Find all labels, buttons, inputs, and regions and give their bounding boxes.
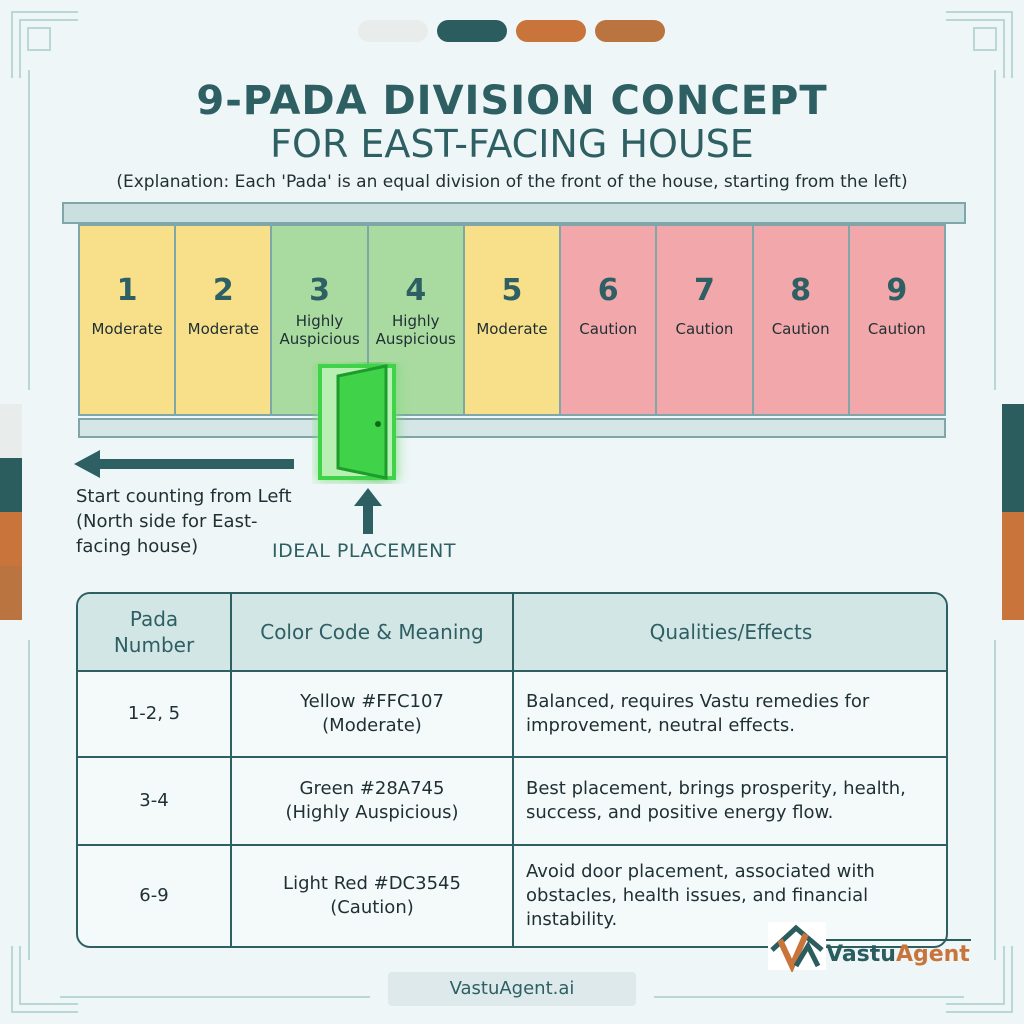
header-pada-number: Pada Number <box>78 594 232 670</box>
pada-quality: Moderate <box>91 320 163 338</box>
pada-number: 7 <box>693 273 715 308</box>
pada-quality: Caution <box>579 320 638 338</box>
left-band-teal <box>0 458 22 512</box>
right-band-orange <box>1002 512 1024 620</box>
row-color-line-2: (Highly Auspicious) <box>285 802 459 823</box>
frame-left-line-lower <box>28 640 30 960</box>
corner-ornament-bottom-right <box>946 946 1013 1013</box>
left-band-orange <box>0 512 22 566</box>
pada-number: 6 <box>597 273 619 308</box>
logo-word-agent: Agent <box>895 942 970 967</box>
pada-number: 1 <box>116 273 138 308</box>
page-title: 9-PADA DIVISION CONCEPT <box>196 78 828 124</box>
page-subtitle: FOR EAST-FACING HOUSE <box>270 122 754 166</box>
frame-left-line <box>28 70 30 390</box>
top-pill-teal <box>437 20 507 42</box>
right-band-teal <box>1002 404 1024 512</box>
table-header-row: Pada Number Color Code & Meaning Qualiti… <box>78 594 946 672</box>
start-counting-line-1: Start counting from Left <box>76 486 292 507</box>
frame-bottom-line <box>60 996 370 998</box>
frame-bottom-line-right <box>654 996 964 998</box>
row-pada-number: 6-9 <box>78 846 232 946</box>
corner-ornament-top-left <box>11 11 78 78</box>
pada-quality: Highly Auspicious <box>279 312 360 348</box>
start-counting-line-3: facing house) <box>76 536 199 557</box>
header-qualities-label: Qualities/Effects <box>649 620 813 644</box>
header-qualities: Qualities/Effects <box>514 594 946 670</box>
pada-quality: Moderate <box>187 320 259 338</box>
pada-quality: Caution <box>675 320 734 338</box>
row-pada-number: 3-4 <box>78 758 232 844</box>
left-band-orange-dark <box>0 566 22 620</box>
pada-number: 3 <box>309 273 330 308</box>
row-color-line-1: Green #28A745 <box>299 778 445 799</box>
door-icon <box>318 364 396 480</box>
left-arrow-icon <box>74 450 294 478</box>
top-pill-light <box>358 20 428 42</box>
pada-number: 5 <box>501 273 523 308</box>
left-band-light <box>0 404 22 458</box>
start-counting-line-2: (North side for East- <box>76 511 258 532</box>
row-color-code: Yellow #FFC107 (Moderate) <box>232 672 514 756</box>
explanation-text: (Explanation: Each 'Pada' is an equal di… <box>116 172 908 192</box>
header-color-code: Color Code & Meaning <box>232 594 514 670</box>
header-pada-line-1: Pada <box>129 607 179 631</box>
pada-quality: Caution <box>867 320 926 338</box>
corner-ornament-top-right <box>946 11 1013 78</box>
pada-quality: Caution <box>771 320 830 338</box>
row-color-line-1: Light Red #DC3545 <box>283 873 461 894</box>
table-row: 6-9 Light Red #DC3545 (Caution) Avoid do… <box>78 846 946 946</box>
vastuagent-logo <box>768 922 971 972</box>
row-effects: Avoid door placement, associated with ob… <box>526 861 875 930</box>
logo-word-vastu: Vastu <box>826 942 896 967</box>
row-color-code: Green #28A745 (Highly Auspicious) <box>232 758 514 844</box>
frame-right-line-lower <box>994 640 996 960</box>
pada-quality: Highly Auspicious <box>375 312 456 348</box>
row-pada-number: 1-2, 5 <box>78 672 232 756</box>
house-roof <box>62 202 966 224</box>
pada-table: Pada Number Color Code & Meaning Qualiti… <box>76 592 948 948</box>
row-effects: Best placement, brings prosperity, healt… <box>526 778 906 823</box>
pada-number: 8 <box>790 273 812 308</box>
row-color-line-2: (Caution) <box>330 897 414 918</box>
table-row: 3-4 Green #28A745 (Highly Auspicious) Be… <box>78 758 946 846</box>
top-pill-orange-dark <box>595 20 665 42</box>
ideal-placement-label: IDEAL PLACEMENT <box>272 540 456 562</box>
house-base <box>78 418 946 438</box>
pada-number: 9 <box>886 273 908 308</box>
pada-number: 4 <box>405 273 427 308</box>
table-row: 1-2, 5 Yellow #FFC107 (Moderate) Balance… <box>78 672 946 758</box>
top-pill-orange <box>516 20 586 42</box>
row-color-code: Light Red #DC3545 (Caution) <box>232 846 514 946</box>
up-arrow-icon <box>354 488 382 534</box>
logo-wordmark: VastuAgent <box>826 942 970 967</box>
row-effects: Balanced, requires Vastu remedies for im… <box>526 691 870 736</box>
corner-ornament-bottom-left <box>11 946 78 1013</box>
footer-website: VastuAgent.ai <box>388 972 636 1006</box>
row-color-line-1: Yellow #FFC107 <box>300 691 444 712</box>
pada-quality: Moderate <box>476 320 548 338</box>
header-pada-line-2: Number <box>113 633 195 657</box>
row-color-line-2: (Moderate) <box>322 715 422 736</box>
start-counting-note: Start counting from Left (North side for… <box>76 484 336 559</box>
frame-right-line <box>994 70 996 390</box>
pada-number: 2 <box>212 273 234 308</box>
